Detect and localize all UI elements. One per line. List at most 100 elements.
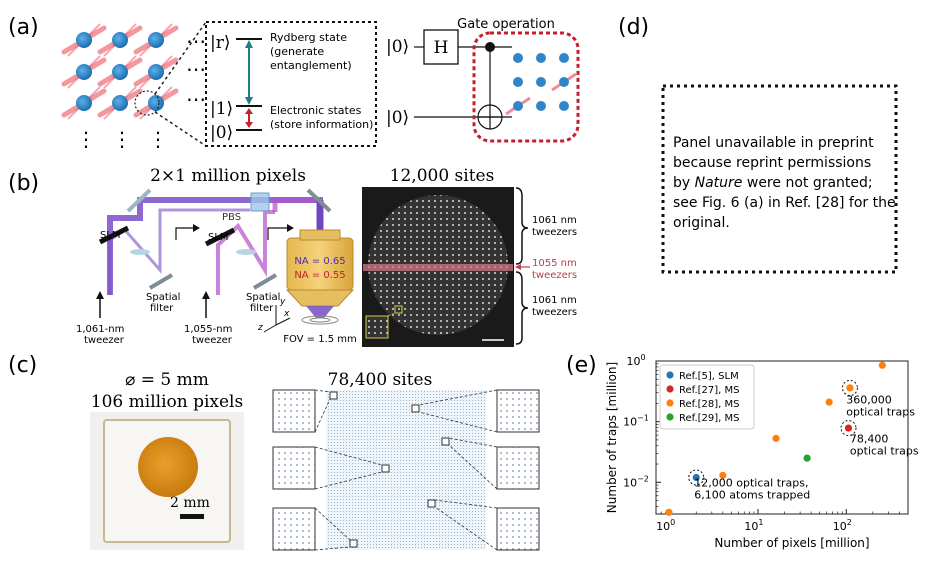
data-point	[665, 508, 673, 516]
data-point	[878, 361, 886, 369]
gate-atom	[536, 77, 546, 87]
zoom-line-bottom	[154, 111, 207, 147]
electronic-desc-1: Electronic states	[270, 104, 362, 117]
circuit-qubit-1: |0⟩	[386, 37, 409, 57]
na-1061: NA = 0.55	[294, 270, 345, 281]
mirror-2	[306, 188, 332, 213]
zoom-inset-box	[272, 446, 390, 490]
1055-row-highlight	[363, 264, 513, 271]
zoom-line-top	[154, 21, 207, 95]
annotation-line-1: 360,000	[846, 393, 892, 406]
data-point	[844, 424, 853, 432]
note-line-2: because reprint permissions	[673, 155, 871, 171]
ket-r: |r⟩	[210, 33, 231, 53]
zoom-inset-box	[411, 389, 540, 433]
bracket-top-2: tweezers	[532, 227, 577, 238]
fov-label: FOV = 1.5 mm	[283, 334, 357, 345]
bracket-mid-1: 1055 nm	[532, 258, 577, 269]
highlight-ring	[688, 469, 705, 486]
data-point	[825, 398, 833, 406]
selected-atom-ring	[134, 90, 160, 116]
filter-1-label-a: Spatial	[146, 292, 180, 303]
gate-atom	[513, 77, 523, 87]
filter-2-label-b: filter	[250, 303, 274, 314]
svg-text:⋮: ⋮	[76, 127, 96, 151]
metasurface-array	[326, 390, 486, 550]
na-1055: NA = 0.65	[294, 256, 345, 267]
legend-entry: Ref.[5], SLM	[679, 371, 739, 382]
y-tick-label: 10−1	[623, 414, 649, 429]
rydberg-desc-3: entanglement)	[270, 59, 352, 72]
gate-region-box	[472, 31, 580, 143]
data-point	[803, 454, 811, 462]
photo-scale-bar	[180, 514, 204, 519]
panel-a: (a) ⋯ ⋯ ⋯ ⋮ ⋮ ⋮ |r⟩ Rydberg state (gener…	[8, 15, 580, 151]
legend-marker	[666, 399, 674, 407]
legend-entry: Ref.[27], MS	[679, 385, 739, 396]
hadamard-label: H	[434, 38, 449, 58]
filter-1-label-b: filter	[150, 303, 174, 314]
legend-entry: Ref.[29], MS	[679, 413, 739, 424]
y-axis-label: Number of traps [million]	[605, 362, 619, 513]
pixel-count-label: 106 million pixels	[91, 392, 243, 412]
panel-d: (d) Panel unavailable in preprint becaus…	[618, 15, 898, 274]
zoom-inset-box	[441, 437, 540, 490]
highlight-ring	[841, 379, 858, 396]
x-tick-label: 102	[833, 518, 852, 533]
beam-1055	[216, 210, 275, 295]
site-brackets: 1061 nm tweezers 1055 nm tweezers 1061 n…	[515, 187, 577, 345]
slm-2	[204, 227, 236, 247]
legend-marker	[666, 371, 674, 379]
panel-b-label: (b)	[8, 171, 39, 196]
legend-marker	[666, 413, 674, 421]
panel-b: (b) 2×1 million pixels PBS SLM SLM	[8, 166, 577, 347]
filter-mirror-1	[148, 273, 174, 290]
pbs-cube	[250, 192, 270, 212]
gate-atom	[536, 53, 546, 63]
photo-scale-label: 2 mm	[170, 495, 210, 511]
trapped-atom	[97, 86, 143, 120]
tweezer-1055-label-a: 1,055-nm	[184, 324, 232, 335]
panel-e-label: (e)	[566, 353, 597, 378]
gate-atom	[559, 101, 569, 111]
slm-1-label: SLM	[100, 230, 121, 241]
data-point	[692, 473, 700, 482]
trapped-atom	[133, 23, 179, 57]
annotation-line-1: 12,000 optical traps,	[694, 477, 808, 490]
y-tick-label: 10−2	[623, 474, 649, 489]
bracket-mid-2: tweezers	[532, 270, 577, 281]
optical-setup: PBS SLM SLM Spatial filter Spatial filte…	[76, 188, 357, 346]
electronic-desc-2: (store information)	[270, 118, 373, 131]
tweezer-1061-label-a: 1,061-nm	[76, 324, 124, 335]
gate-atom	[513, 53, 523, 63]
zoom-insets	[272, 389, 540, 551]
ket-1: |1⟩	[210, 99, 233, 119]
x-axis-label: Number of pixels [million]	[714, 536, 869, 550]
filter-mirror-2	[252, 273, 278, 290]
svg-text:⋯: ⋯	[186, 29, 206, 53]
atom-array	[61, 23, 179, 120]
slm-pixels-title: 2×1 million pixels	[150, 166, 306, 186]
annotation-line-2: optical traps	[850, 445, 919, 458]
gate-atom	[559, 53, 569, 63]
sites-title: 12,000 sites	[390, 166, 495, 186]
trapped-atom	[61, 55, 107, 89]
zoom-inset-box	[272, 389, 338, 433]
note-line-5: original.	[673, 215, 730, 231]
note-line-4: see Fig. 6 (a) in Ref. [28] for the	[673, 195, 896, 211]
gate-atom	[505, 96, 531, 116]
annotation-line-1: 78,400	[850, 433, 889, 446]
zoom-inset-box	[272, 507, 358, 551]
bracket-bot-2: tweezers	[532, 307, 577, 318]
svg-text:z: z	[257, 323, 263, 333]
gate-atom-array	[505, 53, 577, 116]
hadamard-gate	[423, 29, 459, 65]
svg-text:y: y	[279, 297, 286, 307]
metasurface-disk	[138, 437, 198, 497]
ellipsis-bottom: ⋮ ⋮ ⋮	[76, 127, 168, 151]
gate-atom	[551, 72, 577, 92]
